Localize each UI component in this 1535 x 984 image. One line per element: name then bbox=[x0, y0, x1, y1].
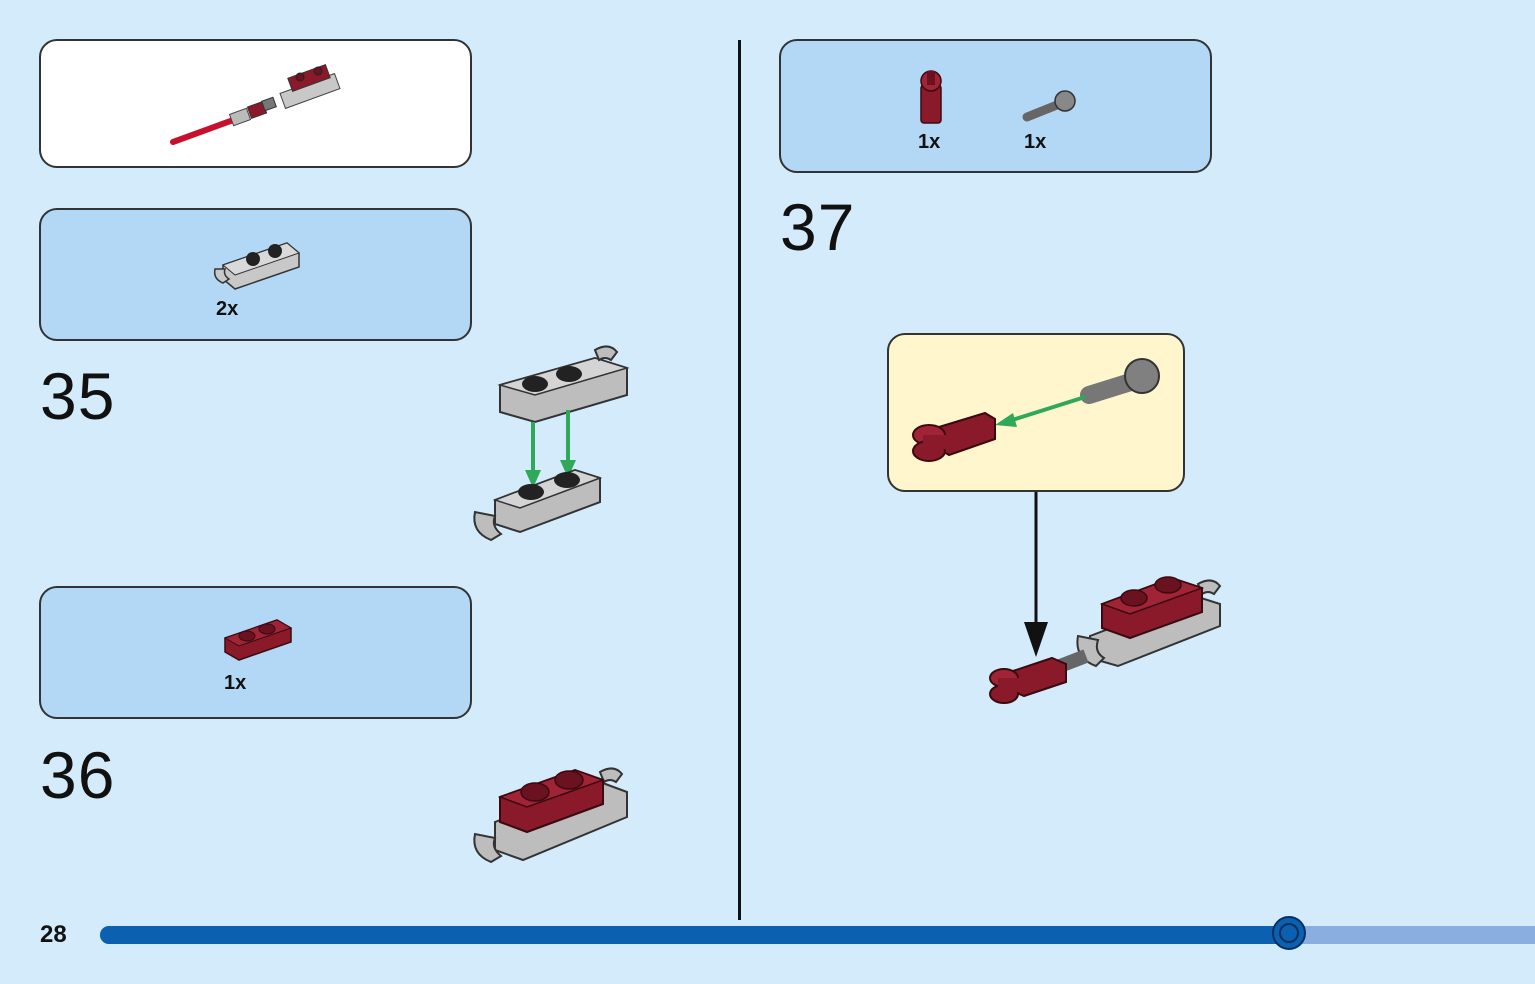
step-37-down-arrow-icon bbox=[1024, 492, 1048, 657]
step-number-35: 35 bbox=[40, 359, 116, 433]
step-35-parts-box: 2x bbox=[39, 208, 472, 341]
page-divider bbox=[738, 40, 741, 920]
step-35-assembly-illustration bbox=[473, 345, 630, 542]
step-number-37: 37 bbox=[780, 190, 856, 264]
gray-plate-with-clip-icon bbox=[213, 242, 301, 290]
progress-bar bbox=[100, 916, 1535, 950]
step-35-part-qty: 2x bbox=[216, 298, 239, 320]
step-number-36: 36 bbox=[40, 738, 116, 812]
dark-red-plate-1x2-icon bbox=[223, 619, 293, 661]
gray-ball-joint-icon bbox=[1022, 90, 1076, 122]
progress-knob-icon bbox=[1272, 916, 1307, 950]
step-36-parts-box: 1x bbox=[39, 586, 472, 719]
step-37-subassembly-illustration bbox=[912, 358, 1160, 462]
model-preview-box bbox=[39, 39, 472, 168]
step-36-assembly-illustration bbox=[473, 767, 628, 864]
step-37-part-2-qty: 1x bbox=[1024, 131, 1047, 153]
step-37-part-1-qty: 1x bbox=[918, 131, 941, 153]
step-36-part-qty: 1x bbox=[224, 672, 247, 694]
step-37-callout-box bbox=[887, 333, 1185, 492]
progress-fill bbox=[100, 926, 1292, 944]
dark-red-clip-bar-icon bbox=[920, 70, 942, 124]
step-37-assembly-illustration bbox=[989, 576, 1222, 704]
step-37-parts-box: 1x 1x bbox=[779, 39, 1212, 173]
page-number: 28 bbox=[40, 921, 67, 948]
lightsaber-model-icon bbox=[170, 63, 341, 145]
